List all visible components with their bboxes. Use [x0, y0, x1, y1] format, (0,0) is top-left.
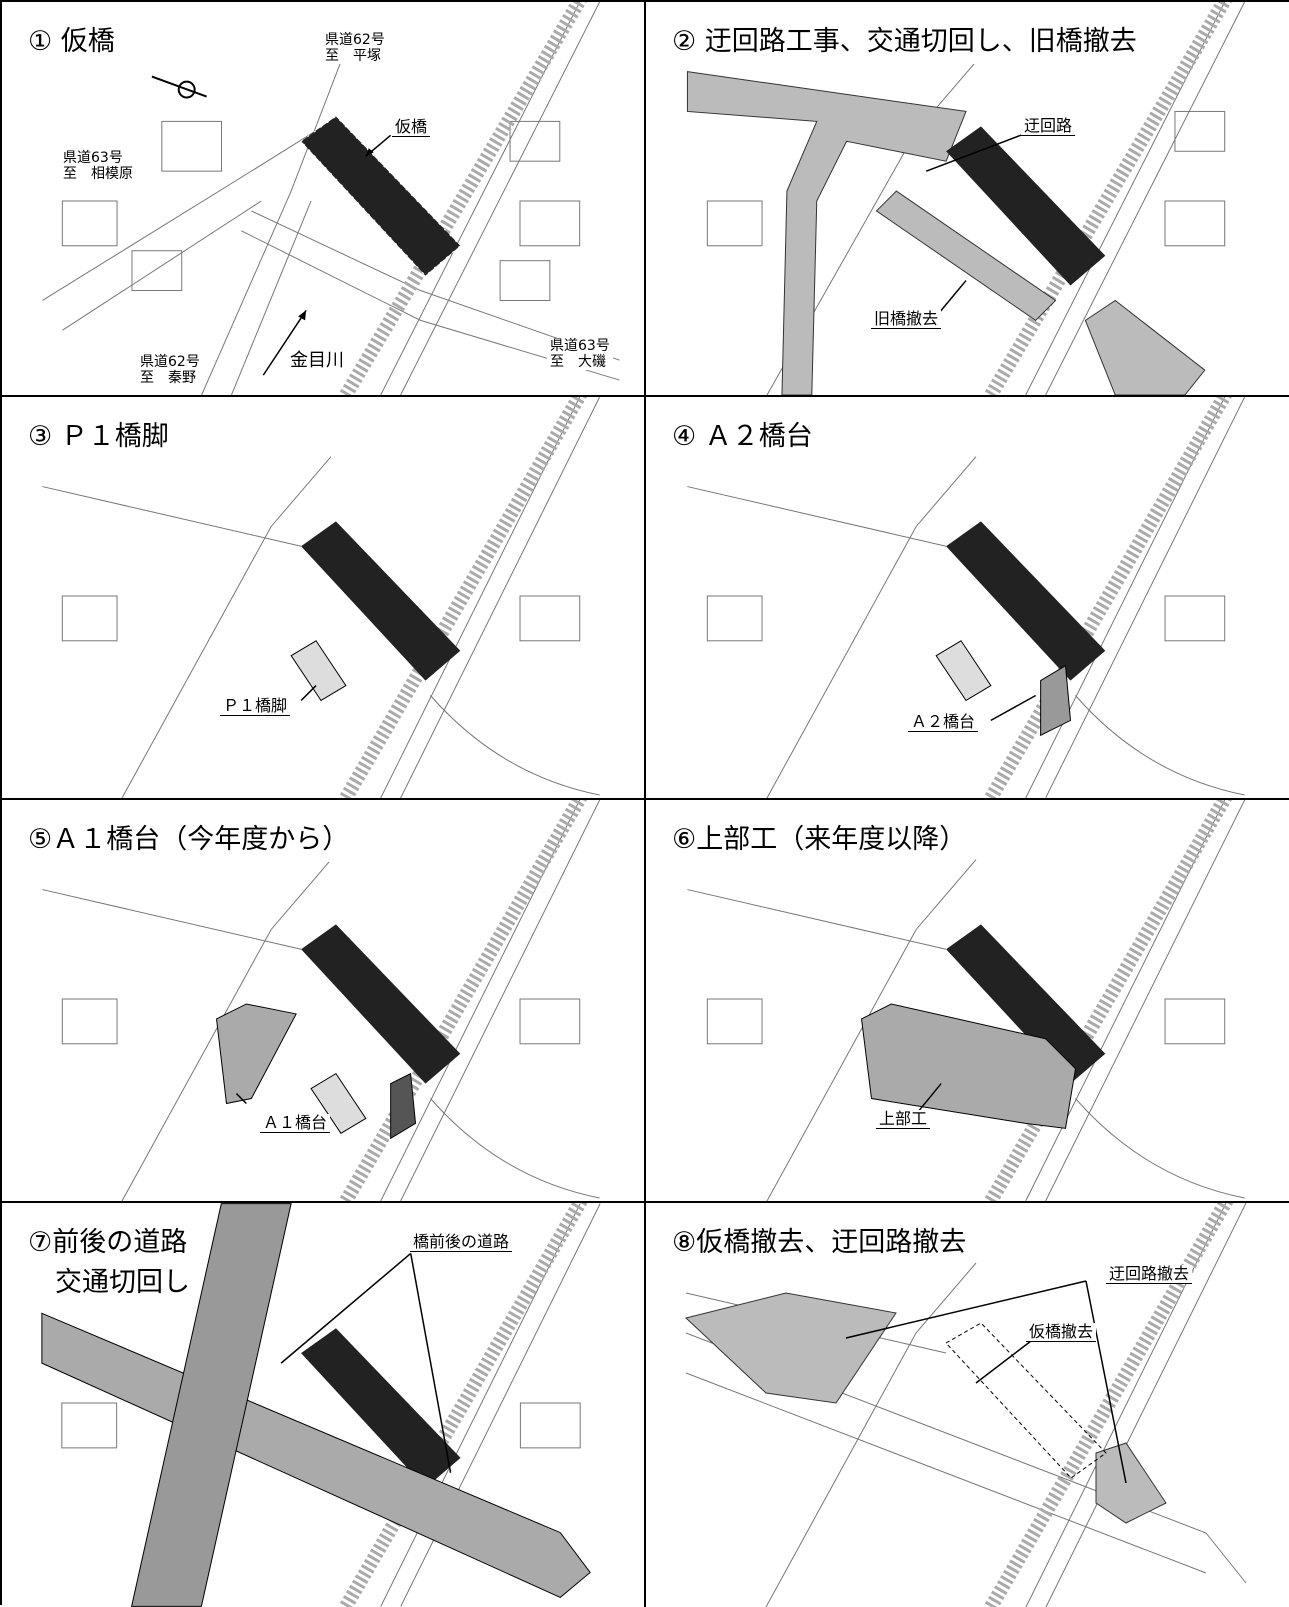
panel-title: ⑥上部工（来年度以降）: [666, 818, 973, 862]
p1-pier-shape: [290, 640, 347, 702]
road-switchover-shaded: [41, 1203, 591, 1607]
panel-3-p1-pier: ③ Ｐ１橋脚 Ｐ１橋脚: [2, 397, 646, 800]
north-arrow-icon: [151, 75, 207, 99]
panel-title: ⑦前後の道路 交通切回し: [22, 1221, 196, 1305]
site-plan-drawing: [686, 2, 1246, 395]
label-pref63-oiso: 県道63号 至 大磯: [547, 338, 613, 370]
panel-4-a2-abutment: ④ Ａ２橋台 Ａ２橋台: [646, 397, 1289, 800]
panel-1-temporary-bridge: ① 仮橋 県道62号 至 平塚 県道63号 至 相模原 仮橋 県道62号 至 秦…: [2, 2, 646, 397]
label-pref63-sagamihara: 県道63号 至 相模原: [60, 150, 136, 182]
label-old-bridge-removal: 旧橋撤去: [871, 310, 942, 329]
panel-6-superstructure: ⑥上部工（来年度以降） 上部工: [646, 800, 1289, 1203]
panel-title: ② 迂回路工事、交通切回し、旧橋撤去: [666, 20, 1143, 64]
temporary-bridge-hatch: [300, 115, 462, 277]
old-bridge-removal: [875, 190, 1057, 322]
panel-2-detour-works: ② 迂回路工事、交通切回し、旧橋撤去 迂回路 旧橋撤去: [646, 2, 1289, 397]
label-p1-pier: Ｐ１橋脚: [220, 697, 291, 716]
flow-arrow: [262, 310, 307, 376]
site-plan-drawing: [41, 1203, 601, 1607]
panel-5-a1-abutment: ⑤Ａ１橋台（今年度から） Ａ１橋台: [2, 800, 646, 1203]
temporary-bridge-removal-outline: [945, 1322, 1107, 1479]
site-plan-drawing: [42, 2, 620, 395]
panel-7-road-switchover: ⑦前後の道路 交通切回し 橋前後の道路: [2, 1203, 646, 1607]
label-roads-before-after-bridge: 橋前後の道路: [410, 1233, 513, 1252]
label-detour-removal: 迂回路撤去: [1106, 1265, 1193, 1284]
label-a1-abutment: Ａ１橋台: [260, 1114, 331, 1133]
label-pref62-hiratsuka: 県道62号 至 平塚: [322, 32, 388, 64]
detour-shaded: [686, 71, 1206, 395]
panel-8-removal: ⑧仮橋撤去、迂回路撤去 迂回路撤去 仮橋撤去: [646, 1203, 1289, 1607]
label-pref62-hadano: 県道62号 至 秦野: [137, 354, 203, 386]
a1-abutment-shape: [215, 1003, 297, 1105]
label-temporary-bridge: 仮橋: [392, 118, 431, 137]
label-detour: 迂回路: [1021, 117, 1076, 136]
site-plan-drawing: [687, 397, 1246, 798]
site-plan-drawing: [42, 397, 601, 798]
panel-title: ⑧仮橋撤去、迂回路撤去: [666, 1221, 973, 1265]
site-plan-drawing: [687, 800, 1246, 1201]
panel-title: ④ Ａ２橋台: [666, 415, 819, 459]
detour-removal-shaded: [684, 1292, 1167, 1524]
label-temporary-bridge-removal: 仮橋撤去: [1026, 1323, 1097, 1342]
superstructure-shape: [860, 1003, 1076, 1129]
panel-title: ① 仮橋: [22, 20, 121, 64]
label-kanemegawa-river: 金目川: [287, 352, 347, 370]
panel-title: ⑤Ａ１橋台（今年度から）: [22, 818, 356, 862]
a2-abutment-shape: [1040, 664, 1072, 737]
label-superstructure: 上部工: [876, 1110, 931, 1129]
label-a2-abutment: Ａ２橋台: [908, 713, 979, 732]
site-plan-drawing: [42, 800, 601, 1201]
panel-title: ③ Ｐ１橋脚: [22, 415, 175, 459]
site-plan-drawing: [684, 1203, 1247, 1607]
